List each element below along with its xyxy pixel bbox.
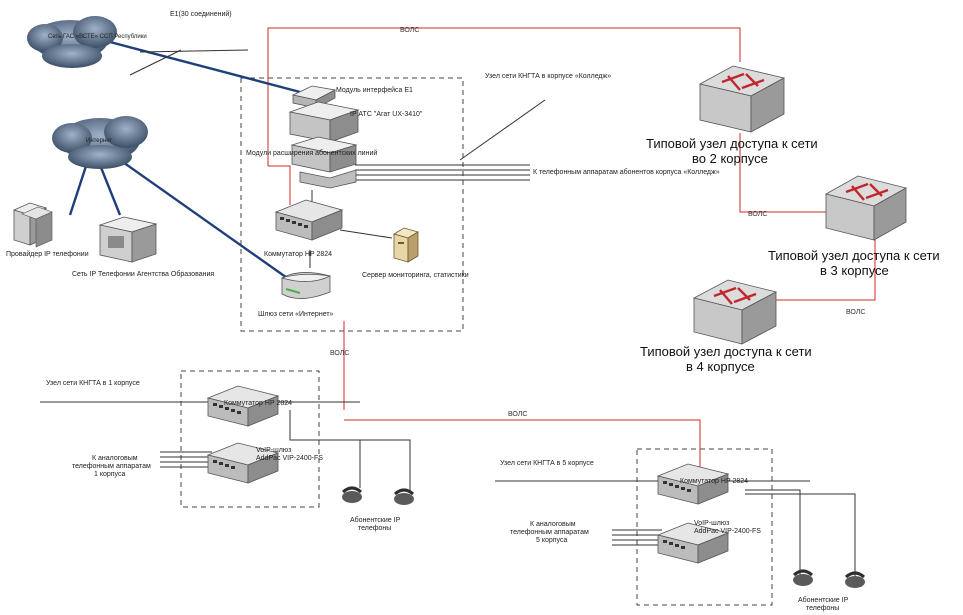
switch-b1-icon xyxy=(206,385,280,427)
switch-b5-label: Коммутатор HP 2824 xyxy=(680,478,748,485)
voip-b5-label: VoIP-шлюз AddPac VIP-2400-FS xyxy=(694,520,761,535)
fiber-label: ВОЛС xyxy=(400,27,419,34)
analog-module-icon xyxy=(290,136,358,189)
ip-phone-icon xyxy=(793,569,813,586)
ip-network-icon xyxy=(98,216,158,263)
cloud-pstn-icon xyxy=(27,16,117,68)
provider-server-icon xyxy=(12,202,53,248)
voip-b1-label: VoIP-шлюз AddPac VIP-2400-FS xyxy=(256,447,323,462)
ip-network-label: Сеть IP Телефонии Агентства Образования xyxy=(72,270,214,278)
e1-module-label: Модуль интерфейса E1 xyxy=(336,86,413,94)
fiber-label: ВОЛС xyxy=(508,411,527,418)
router-node3-icon xyxy=(824,175,908,241)
wires xyxy=(40,49,856,582)
analog-module-label: Модули расширения абонентских линий xyxy=(246,149,377,157)
cloud-internet-icon xyxy=(52,116,148,169)
node-b1-label: Узел сети КНГТА в 1 корпусе xyxy=(46,380,140,387)
router-node2-icon xyxy=(698,65,786,133)
provider-label: Провайдер IP телефонии xyxy=(6,250,89,258)
ip-phone-icon xyxy=(342,486,362,503)
ipphones-b5-label: Абонентские IP телефоны xyxy=(798,596,850,612)
analog-b5-label: К аналоговым телефонным аппаратам 5 корп… xyxy=(510,521,591,544)
router-node4-icon xyxy=(692,279,778,345)
server-icon xyxy=(393,227,419,263)
switch-main-icon xyxy=(274,199,344,241)
analog-b1-label: К аналоговым телефонным аппаратам 1 корп… xyxy=(72,455,153,478)
ip-pbx-label: IP АТС "Агат UX-3410" xyxy=(350,111,423,118)
ipphones-b1-label: Абонентские IP телефоны xyxy=(350,516,402,532)
internet-cloud-label: Интернет xyxy=(86,138,112,144)
e1-link-label: E1(30 соединений) xyxy=(170,10,232,18)
node4-label: Типовой узел доступа к сети в 4 корпусе xyxy=(640,344,815,374)
fiber-label: ВОЛС xyxy=(748,211,767,218)
switch-main-label: Коммутатор HP 2824 xyxy=(264,251,332,258)
node-b5-label: Узел сети КНГТА в 5 корпусе xyxy=(500,460,594,467)
ip-pbx-icon xyxy=(288,101,360,143)
node-koleji-label: Узел сети КНГТА в корпусе «Колледж» xyxy=(485,73,611,80)
internet-gateway-label: Шлюз сети «Интернет» xyxy=(258,311,334,318)
voip-b1-icon xyxy=(206,442,280,484)
gateway-icon xyxy=(280,272,332,299)
node-b1-box xyxy=(180,370,320,508)
fiber-label: ВОЛС xyxy=(846,309,865,316)
node-koleji-box xyxy=(240,77,464,332)
to-phones-koleji-label: К телефонным аппаратам абонентов корпуса… xyxy=(533,168,720,176)
switch-b1-label: Коммутатор HP 2824 xyxy=(224,400,292,407)
switch-b5-icon xyxy=(656,463,730,505)
monitoring-server-label: Сервер мониторинга, статистики xyxy=(362,272,469,279)
ip-phone-icon xyxy=(845,571,865,588)
node-b5-box xyxy=(636,448,773,606)
ip-phone-icon xyxy=(394,488,414,505)
cloud-pstn-label: Сеть ГАС «ВСТЕ» ССП Республики xyxy=(48,34,147,40)
node2-label: Типовой узел доступа к сети во 2 корпусе xyxy=(646,136,821,166)
wan-links xyxy=(68,40,301,281)
node3-label: Типовой узел доступа к сети в 3 корпусе xyxy=(768,248,943,278)
voip-b5-icon xyxy=(656,522,730,564)
fiber-label: ВОЛС xyxy=(330,350,349,357)
